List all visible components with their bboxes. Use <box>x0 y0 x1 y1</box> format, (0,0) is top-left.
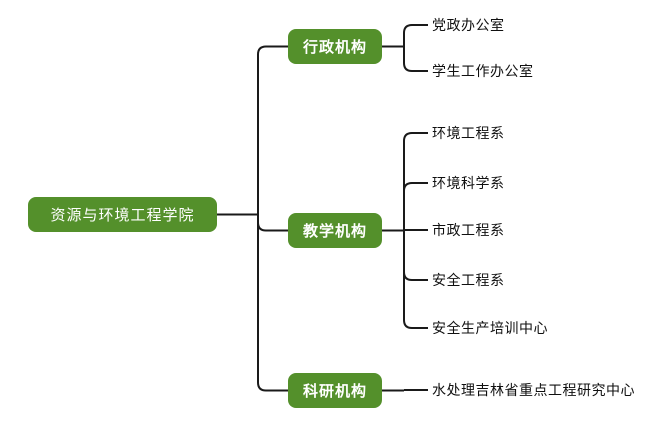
connector-path <box>403 182 428 231</box>
node-branch-research[interactable]: 科研机构 <box>288 373 382 408</box>
connector-path <box>403 230 428 281</box>
connector-path <box>257 214 288 392</box>
leaf-label[interactable]: 市政工程系 <box>432 223 505 239</box>
node-root-label: 资源与环境工程学院 <box>50 206 195 224</box>
leaf-label[interactable]: 安全工程系 <box>432 273 505 289</box>
connector-path <box>257 214 288 232</box>
node-branch-teaching[interactable]: 教学机构 <box>288 213 382 248</box>
leaf-label[interactable]: 水处理吉林省重点工程研究中心 <box>432 383 635 399</box>
connector-path <box>403 132 428 231</box>
leaf-label[interactable]: 党政办公室 <box>432 18 505 34</box>
connector-path <box>257 45 288 215</box>
node-branch-administrative[interactable]: 行政机构 <box>288 29 382 64</box>
node-branch-label: 教学机构 <box>302 222 367 240</box>
leaf-label[interactable]: 安全生产培训中心 <box>432 321 548 337</box>
leaf-label[interactable]: 环境科学系 <box>432 176 505 192</box>
node-branch-label: 科研机构 <box>302 382 367 400</box>
node-branch-label: 行政机构 <box>302 38 367 56</box>
node-root[interactable]: 资源与环境工程学院 <box>28 197 217 232</box>
connector-path <box>403 230 428 329</box>
connector-path <box>403 24 428 47</box>
leaf-label[interactable]: 学生工作办公室 <box>432 64 534 80</box>
leaf-label[interactable]: 环境工程系 <box>432 126 505 142</box>
connector-path <box>403 46 428 72</box>
